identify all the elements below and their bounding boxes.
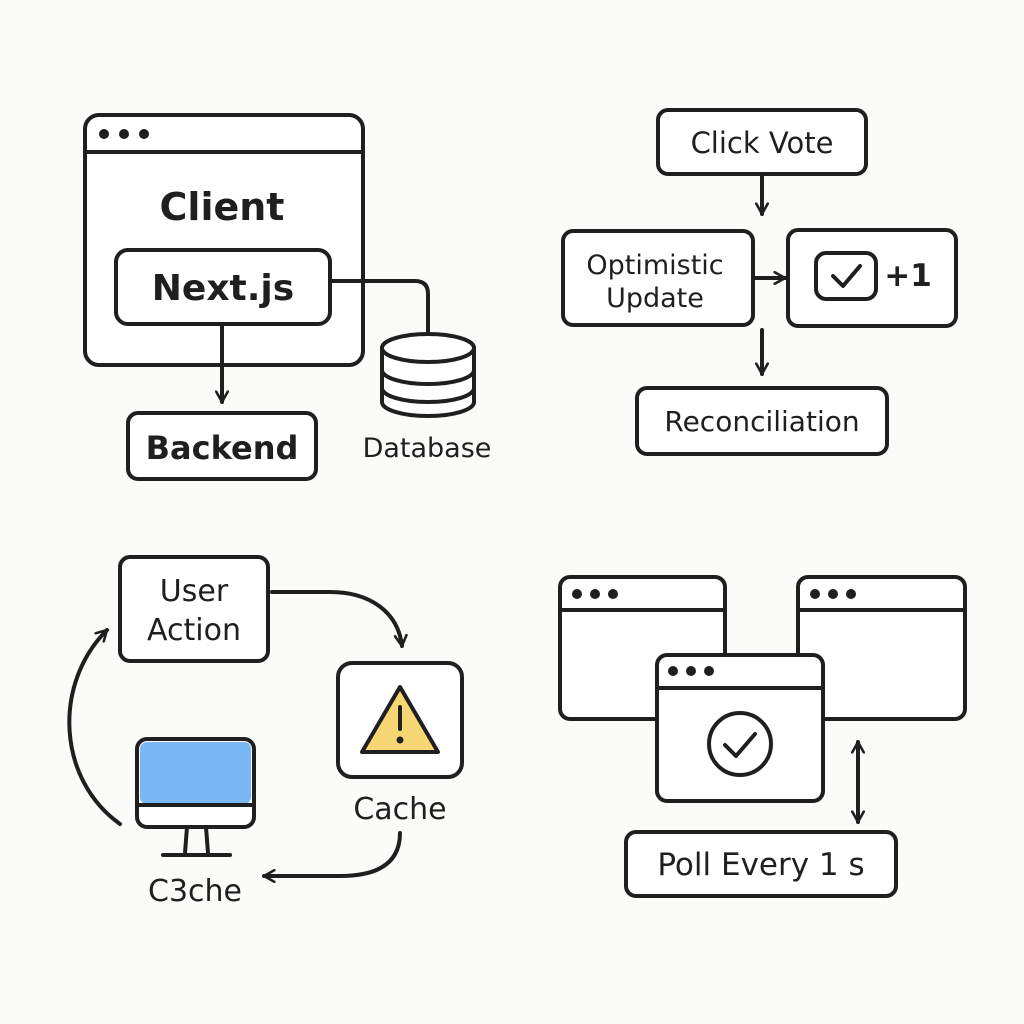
- client-cache-label: C3che: [148, 874, 242, 909]
- click-vote-box: Click Vote: [656, 108, 868, 176]
- desktop-monitor-icon: [135, 737, 256, 857]
- user-action-line1: User: [160, 574, 229, 609]
- cache-label: Cache: [353, 792, 446, 827]
- increment-label: +1: [884, 258, 932, 294]
- backend-box: Backend: [126, 411, 318, 481]
- check-circle-icon: [723, 732, 757, 758]
- optimistic-label-line1: Optimistic: [586, 250, 723, 281]
- cache-cycle-quadrant: User Action Cache C3che: [67, 555, 464, 909]
- optimistic-label-line2: Update: [606, 283, 704, 314]
- cache-warning-box: [336, 661, 464, 779]
- architecture-quadrant: Client Next.js Backend Database: [83, 113, 492, 481]
- reconciliation-label: Reconciliation: [664, 405, 859, 438]
- click-vote-label: Click Vote: [691, 126, 834, 160]
- optimistic-update-box: Optimistic Update: [561, 229, 755, 327]
- nextjs-to-database-connector: [330, 279, 430, 335]
- nextjs-label: Next.js: [152, 268, 294, 309]
- reconciliation-box: Reconciliation: [635, 386, 889, 456]
- checkmark-icon: [831, 264, 862, 288]
- client-title: Client: [160, 185, 285, 229]
- database-icon: [380, 332, 476, 418]
- browser-window-center: [655, 653, 825, 803]
- nextjs-box: Next.js: [114, 248, 332, 326]
- poll-every-1s-box: Poll Every 1 s: [624, 830, 898, 898]
- optimistic-update-quadrant: Click Vote Optimistic Update +1 Reconcil…: [561, 108, 958, 456]
- cache-to-client-arrow: [262, 831, 402, 876]
- polling-quadrant: Poll Every 1 s: [558, 575, 967, 898]
- vote-result-box: +1: [786, 228, 958, 328]
- browser-window-right: [796, 575, 967, 721]
- database-label: Database: [363, 433, 492, 464]
- backend-label: Backend: [146, 429, 299, 467]
- action-to-cache-arrow: [270, 590, 402, 648]
- poll-label: Poll Every 1 s: [657, 847, 864, 883]
- user-action-line2: Action: [147, 613, 241, 648]
- user-action-box: User Action: [118, 555, 270, 663]
- client-to-action-arrow: [67, 628, 122, 826]
